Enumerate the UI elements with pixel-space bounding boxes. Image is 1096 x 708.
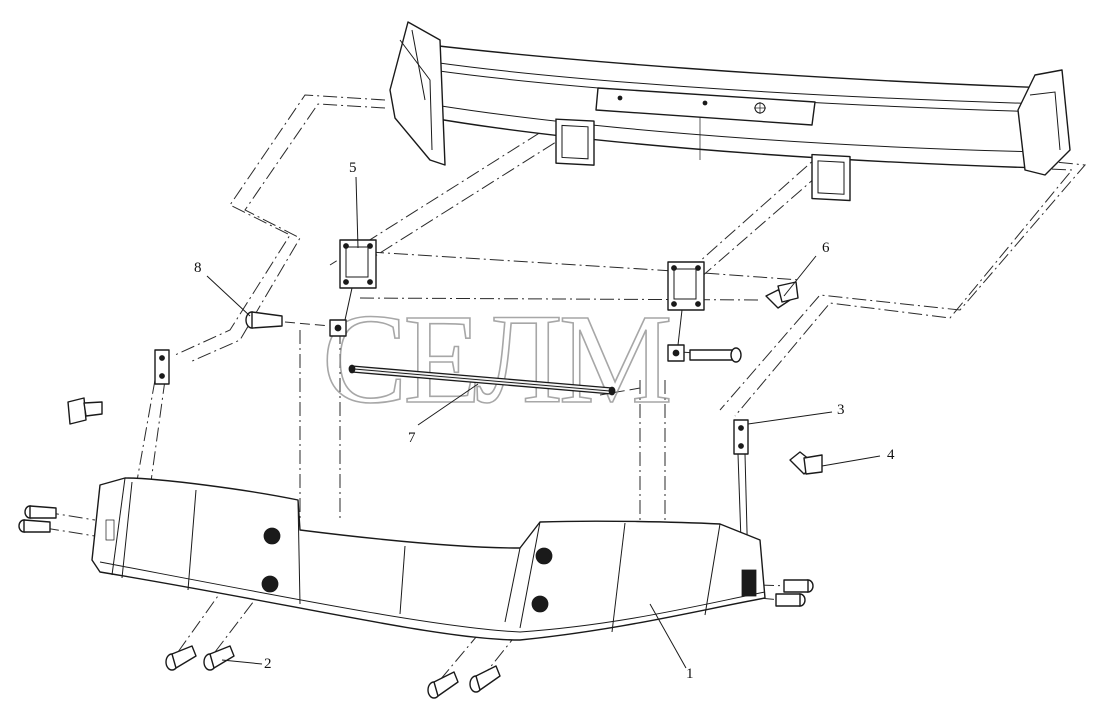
callout-labels: 5 8 6 7 3 4 2 1 bbox=[194, 160, 895, 682]
support-rod bbox=[348, 364, 616, 396]
bolts-visor-right-side bbox=[775, 579, 814, 607]
bolt-6 bbox=[765, 281, 799, 309]
callout-4: 4 bbox=[887, 447, 895, 463]
callout-7: 7 bbox=[408, 430, 416, 446]
callout-6: 6 bbox=[822, 240, 830, 256]
callout-8: 8 bbox=[194, 260, 202, 276]
callout-1: 1 bbox=[686, 666, 694, 682]
callout-leaders bbox=[206, 176, 881, 669]
hinge-right bbox=[667, 261, 705, 362]
bolt-4 bbox=[789, 451, 823, 475]
callout-3: 3 bbox=[837, 402, 845, 418]
bolts-visor-left-side bbox=[18, 505, 57, 533]
bolt-left-flange bbox=[67, 397, 103, 425]
cab-roof-panel bbox=[389, 21, 1071, 202]
bolt-8 bbox=[245, 311, 283, 329]
bracket-left bbox=[154, 349, 170, 385]
bolt-right-hinge bbox=[689, 347, 742, 363]
callout-5: 5 bbox=[349, 160, 357, 176]
sun-visor bbox=[91, 477, 766, 641]
watermark: СЕЛМ bbox=[322, 288, 670, 430]
bolts-visor-bottom bbox=[165, 645, 501, 699]
hinge-left bbox=[329, 239, 377, 337]
callout-2: 2 bbox=[264, 656, 272, 672]
